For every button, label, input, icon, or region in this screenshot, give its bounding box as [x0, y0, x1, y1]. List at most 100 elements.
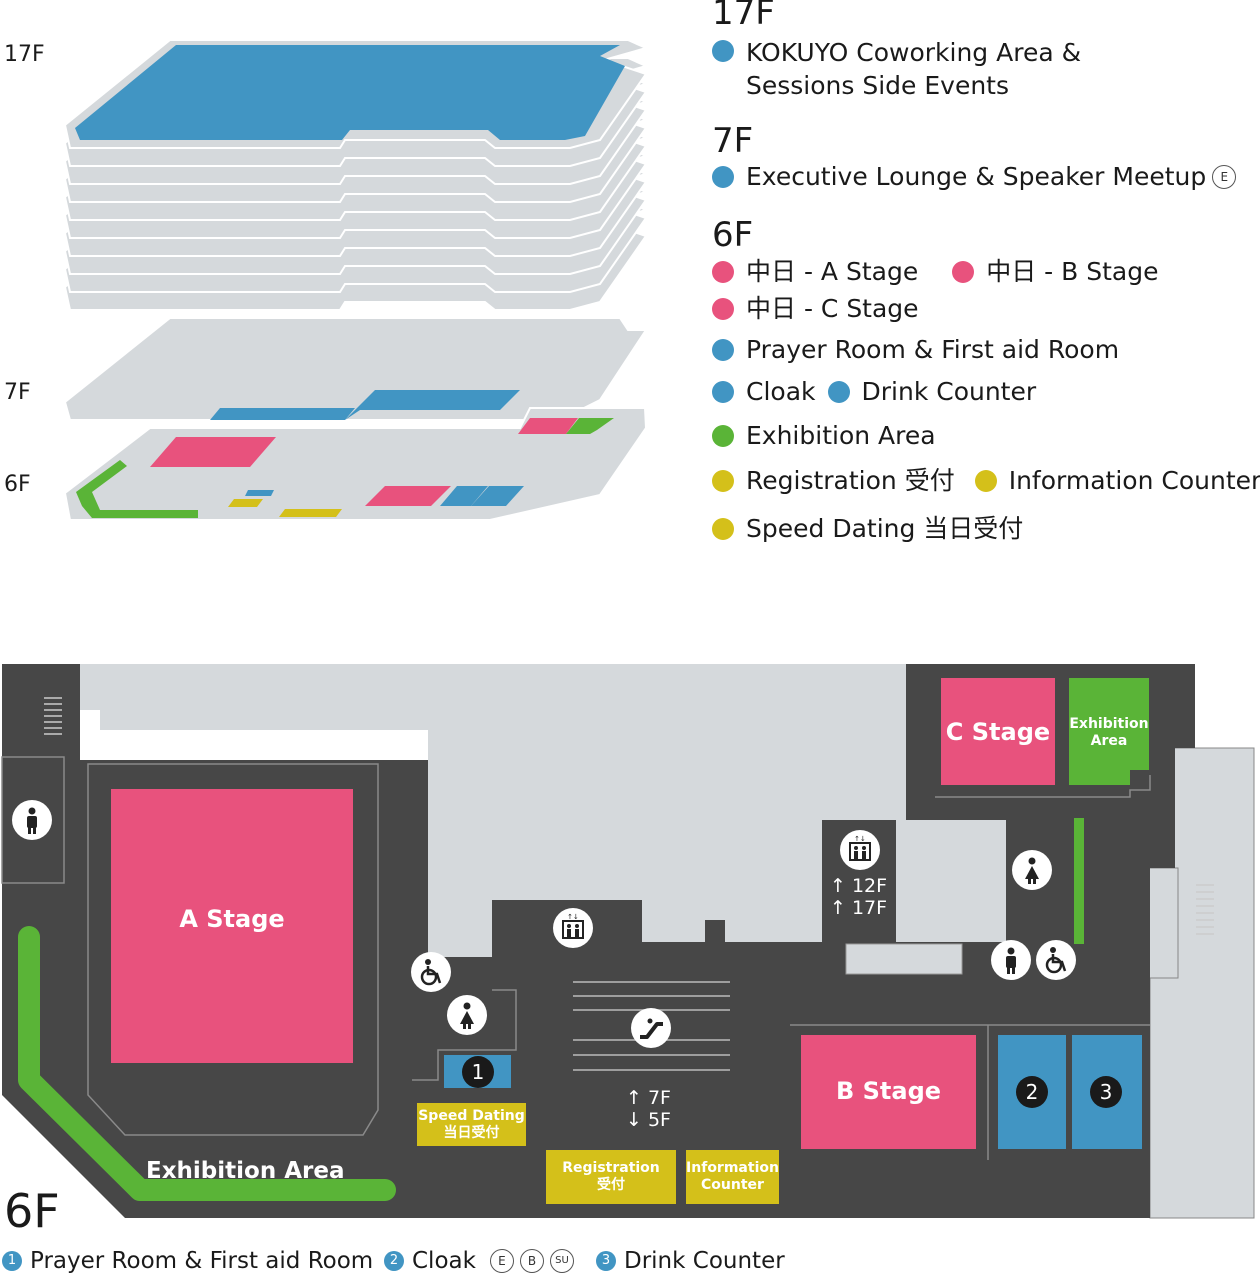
stack-6f-exhibition-small [566, 418, 614, 434]
exhibition-large-label: Exhibition Area [146, 1158, 345, 1184]
c-stage-label: C Stage [945, 718, 1051, 746]
escalator-icon [631, 1008, 671, 1048]
stack-label-6f: 6F [4, 472, 31, 497]
legend-text-a-stage: 中日 - A Stage [746, 257, 919, 286]
legend-item-kokuyo: KOKUYO Coworking Area & Sessions Side Ev… [712, 36, 1081, 102]
stack-7f-lounge-2 [345, 390, 520, 420]
legend-item-executive-lounge: Executive Lounge & Speaker Meetup E [712, 162, 1237, 192]
arrow-down-icon: ↓ [626, 1109, 648, 1131]
female-restroom-icon [1012, 850, 1052, 890]
marker-1: 1 [462, 1056, 494, 1088]
blue-dot-icon [712, 339, 734, 361]
male-restroom-icon [991, 940, 1031, 980]
information-block [686, 1150, 779, 1204]
stack-label-7f: 7F [4, 380, 31, 405]
legend-heading-6f: 6F [712, 215, 754, 255]
information-label: Information Counter [686, 1160, 779, 1193]
stack-6f-drink [471, 486, 524, 506]
speed-dating-block [417, 1103, 526, 1146]
bottom-legend-text: Drink Counter [624, 1248, 785, 1274]
stack-label-17f: 17F [4, 42, 45, 67]
pink-dot-icon [952, 261, 975, 283]
exhibition-small-block [1069, 678, 1149, 785]
svg-text:↑↓: ↑↓ [567, 913, 579, 921]
b-stage-block [801, 1035, 976, 1149]
legend-row-stage-c: 中日 - C Stage [712, 294, 919, 324]
registration-block [546, 1150, 676, 1204]
blue-dot-icon [827, 381, 850, 403]
legend-text-cloak: Cloak [746, 377, 816, 406]
blue-dot-icon [712, 381, 734, 403]
registration-label: Registration 受付 [562, 1160, 660, 1193]
escalator-floors: ↑ 7F ↓ 5F [626, 1087, 671, 1131]
legend-text-b-stage: 中日 - B Stage [986, 257, 1159, 286]
female-restroom-icon [447, 995, 487, 1035]
speed-dating-label: Speed Dating 当日受付 [418, 1107, 525, 1141]
pink-dot-icon [712, 261, 734, 283]
void-small-1 [896, 820, 1006, 942]
stack-6f-exhibition-large [76, 460, 198, 518]
exhibition-small-label: Exhibition Area [1069, 715, 1149, 749]
legend-heading-7f: 7F [712, 121, 754, 161]
bottom-legend-text: Prayer Room & First aid Room [30, 1248, 374, 1274]
male-restroom-icon [12, 800, 52, 840]
a-stage-label: A Stage [179, 905, 285, 933]
accessible-restroom-icon [1036, 940, 1076, 980]
legend-text-drink: Drink Counter [861, 377, 1037, 406]
stack-6f-prayer [245, 490, 274, 496]
legend-text: KOKUYO Coworking Area & Sessions Side Ev… [746, 38, 1082, 100]
legend-text-c-stage: 中日 - C Stage [746, 294, 919, 323]
bottom-legend-prayer: 1 Prayer Room & First aid Room [2, 1246, 373, 1276]
stack-7f-lounge-1 [210, 408, 355, 420]
blue-dot-icon [712, 166, 734, 188]
legend-text: Executive Lounge & Speaker Meetup [746, 162, 1207, 191]
exhibition-large-path [18, 926, 396, 1201]
legend-row-exhibition: Exhibition Area [712, 421, 936, 451]
svg-text:↑↓: ↑↓ [854, 835, 866, 843]
stack-6f-registration [279, 509, 342, 517]
stack-17f-coworking [75, 45, 625, 140]
floor-map-title: 6F [4, 1184, 60, 1238]
badge-e-icon: E [1212, 165, 1237, 189]
accessible-restroom-icon [411, 952, 451, 992]
badge-su-icon: SU [549, 1249, 574, 1273]
stack-floor-layers [63, 39, 649, 311]
stack-6f-c-stage [518, 418, 578, 434]
void-small-2 [845, 943, 963, 975]
legend-text-registration: Registration 受付 [746, 466, 955, 495]
marker-3: 3 [1090, 1076, 1122, 1108]
yellow-dot-icon [974, 470, 997, 492]
legend-row-speed-dating: Speed Dating 当日受付 [712, 514, 1023, 544]
b-stage-label: B Stage [835, 1077, 942, 1105]
legend-row-registration-info: Registration 受付 Information Counter [712, 466, 1260, 496]
marker-2: 2 [1016, 1076, 1048, 1108]
legend-text-prayer: Prayer Room & First aid Room [746, 335, 1120, 364]
stack-6f-cloak [440, 486, 488, 506]
legend-row-stages-ab: 中日 - A Stage 中日 - B Stage [712, 257, 1158, 287]
legend-text-information: Information Counter [1008, 466, 1260, 495]
stack-6f-a-stage [150, 437, 276, 467]
pink-dot-icon [712, 298, 734, 320]
bottom-legend-drink: 3 Drink Counter [596, 1246, 785, 1276]
arrow-up-icon: ↑ [830, 897, 852, 919]
exhibition-strip [1074, 818, 1084, 944]
elevator-floors-right: ↑ 12F ↑ 17F [830, 875, 888, 919]
badge-e-icon: E [489, 1249, 514, 1273]
yellow-dot-icon [712, 470, 734, 492]
elevator-icon: ↑↓ [553, 908, 593, 948]
green-dot-icon [712, 425, 734, 447]
legend-heading-17f: 17F [712, 0, 775, 33]
number-2-icon: 2 [384, 1251, 404, 1271]
blue-dot-icon [712, 40, 734, 62]
bottom-legend-text: Cloak [412, 1248, 476, 1274]
legend-row-prayer: Prayer Room & First aid Room [712, 335, 1119, 365]
c-stage-block [941, 678, 1055, 785]
legend-text-speed-dating: Speed Dating 当日受付 [746, 514, 1024, 543]
elevator-icon: ↑↓ [840, 830, 880, 870]
stack-6f-speed-dating [228, 499, 263, 507]
number-3-icon: 3 [596, 1251, 616, 1271]
bottom-legend-cloak: 2 Cloak E B SU [384, 1246, 574, 1276]
floor-void-area [80, 664, 906, 957]
yellow-dot-icon [712, 518, 734, 540]
